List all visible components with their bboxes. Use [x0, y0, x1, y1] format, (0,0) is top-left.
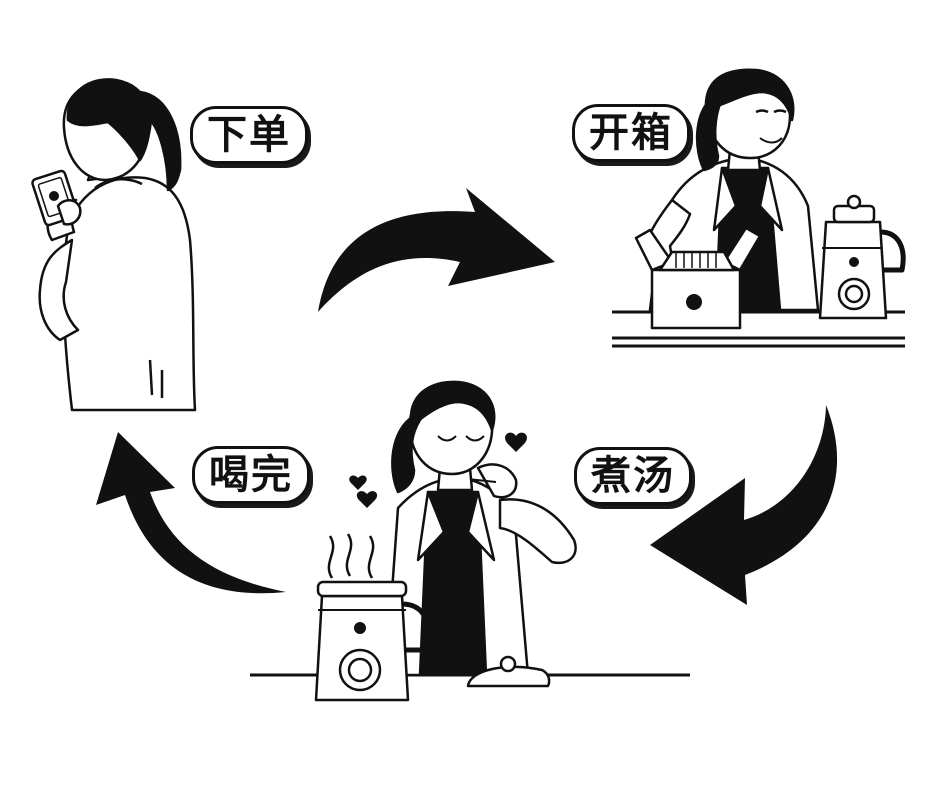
cycle-arrow-icon-left: [96, 432, 286, 594]
cycle-arrow-icon-top: [318, 188, 555, 312]
step-label-unbox: 开箱: [572, 104, 690, 162]
steam-icon: [327, 533, 375, 579]
step-label-order: 下单: [190, 106, 308, 164]
step-label-finish: 喝完: [192, 446, 310, 504]
scene-cook-drink: [250, 380, 690, 702]
scene-unbox: [612, 68, 906, 348]
scene-order-woman: [31, 78, 197, 412]
step-label-cook: 煮汤: [574, 447, 692, 505]
soup-kettle-icon: [818, 194, 906, 320]
soup-kettle-icon: [314, 580, 432, 702]
cycle-arrow-icon-right: [650, 405, 838, 605]
heart-icon: [349, 432, 527, 508]
